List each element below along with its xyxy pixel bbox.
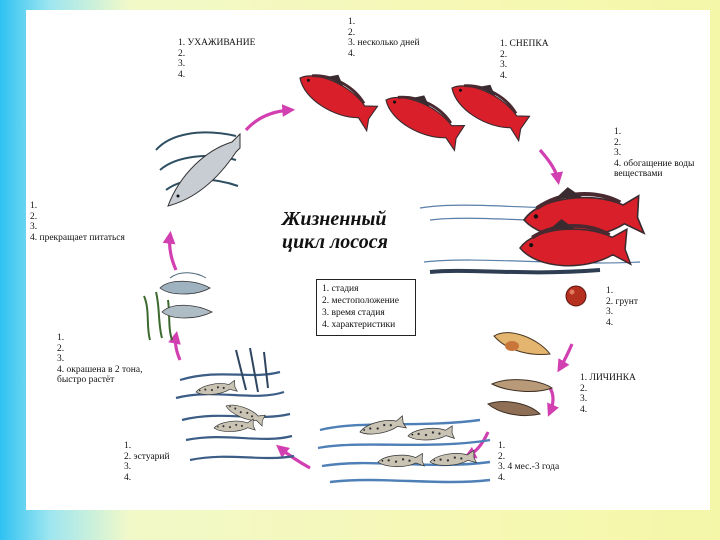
label-line: 1. УХАЖИВАНИЕ <box>178 38 256 48</box>
label-ground: 1. 2. грунт 3. 4. <box>606 286 638 328</box>
label-line: 4. обогащение воды <box>614 158 695 169</box>
label-ocean: 1. 2. 3. 4. окрашена в 2 тона, быстро ра… <box>57 333 142 386</box>
arrow-stop-to-care <box>162 230 178 271</box>
larvae-group <box>486 332 554 417</box>
label-line: 4. <box>580 404 588 415</box>
label-line: 1. <box>614 127 622 137</box>
cycle-arrows <box>162 104 574 470</box>
legend-box: 1. стадия 2. местоположение 3. время ста… <box>316 279 416 336</box>
label-line: 3. <box>178 59 186 70</box>
label-line: 1. ЛИЧИНКА <box>580 373 636 383</box>
label-line: 1. <box>606 286 614 296</box>
estuary-smolts <box>175 347 295 462</box>
label-line: 1. <box>57 333 65 343</box>
label-line: 3. <box>30 222 38 233</box>
label-line: 3. <box>614 148 622 159</box>
label-water: 1. 2. 3. 4. обогащение воды веществами <box>614 127 694 180</box>
spawning-pair <box>419 182 644 275</box>
label-line: 2. <box>498 451 506 462</box>
label-larva: 1. ЛИЧИНКА 2. 3. 4. <box>580 373 636 415</box>
returning-salmon <box>155 131 241 207</box>
label-line: 3. <box>124 462 132 473</box>
label-estuary: 1. 2. эстуарий 3. 4. <box>124 441 170 483</box>
label-line: 4. <box>178 69 186 80</box>
label-line: 4. <box>500 70 508 81</box>
label-line: 2. <box>178 48 186 59</box>
label-several-days: 1. 2. 3. несколько дней 4. <box>348 17 420 59</box>
label-line: 2. грунт <box>606 296 639 307</box>
label-line: 3. <box>500 60 508 71</box>
arrow-care-to-adults <box>244 104 296 132</box>
label-line: 3. 4 мес.-3 года <box>498 462 560 473</box>
label-spawning: 1. СНЕПКА 2. 3. 4. <box>500 39 549 81</box>
label-line: 1. СНЕПКА <box>500 39 549 49</box>
label-line: 2. <box>348 27 356 38</box>
label-line: 3. <box>606 307 614 318</box>
title-line-1: Жизненный <box>282 208 387 230</box>
arrow-adults-to-spawning <box>538 148 564 186</box>
label-line: 1. <box>498 441 506 451</box>
legend-item: 3. время стадия <box>322 308 385 318</box>
label-line: 4. <box>606 317 614 328</box>
label-line: 2. <box>57 343 65 354</box>
label-line: 1. <box>348 17 356 27</box>
arrow-eggs-to-larva <box>557 343 574 373</box>
arrow-estuary-to-ocean <box>276 444 311 470</box>
legend-item: 4. характеристики <box>322 320 396 330</box>
label-care: 1. УХАЖИВАНИЕ 2. 3. 4. <box>178 38 255 80</box>
label-line: быстро растёт <box>57 375 115 386</box>
diagram-title: Жизненный цикл лосося <box>282 208 402 254</box>
label-line: 4. <box>498 472 506 483</box>
ocean-fish <box>143 272 213 341</box>
label-line: 2. эстуарий <box>124 451 170 462</box>
legend-item: 2. местоположение <box>322 296 399 306</box>
label-line: 2. <box>30 211 38 222</box>
label-line: 4. прекращает питаться <box>30 232 125 243</box>
label-stop-feeding: 1. 2. 3. 4. прекращает питаться <box>30 201 125 243</box>
label-line: 2. <box>500 49 508 60</box>
label-line: веществами <box>614 169 663 180</box>
label-line: 2. <box>614 137 622 148</box>
label-line: 1. <box>124 441 132 451</box>
arrow-larva-down <box>547 387 559 417</box>
label-line: 4. <box>348 48 356 59</box>
label-line: 3. несколько дней <box>348 38 420 49</box>
label-line: 3. <box>57 354 65 365</box>
salmon-egg <box>565 285 587 307</box>
label-line: 4. <box>124 472 132 483</box>
arrow-ocean-up <box>168 330 182 361</box>
label-line: 1. <box>30 201 38 211</box>
legend-item: 1. стадия <box>322 284 359 294</box>
label-fry: 1. 2. 3. 4 мес.-3 года 4. <box>498 441 559 483</box>
title-line-2: цикл лосося <box>282 231 388 253</box>
label-line: 2. <box>580 383 588 394</box>
label-line: 3. <box>580 394 588 405</box>
label-line: 4. окрашена в 2 тона, <box>57 364 143 375</box>
fry-stream <box>317 415 491 484</box>
